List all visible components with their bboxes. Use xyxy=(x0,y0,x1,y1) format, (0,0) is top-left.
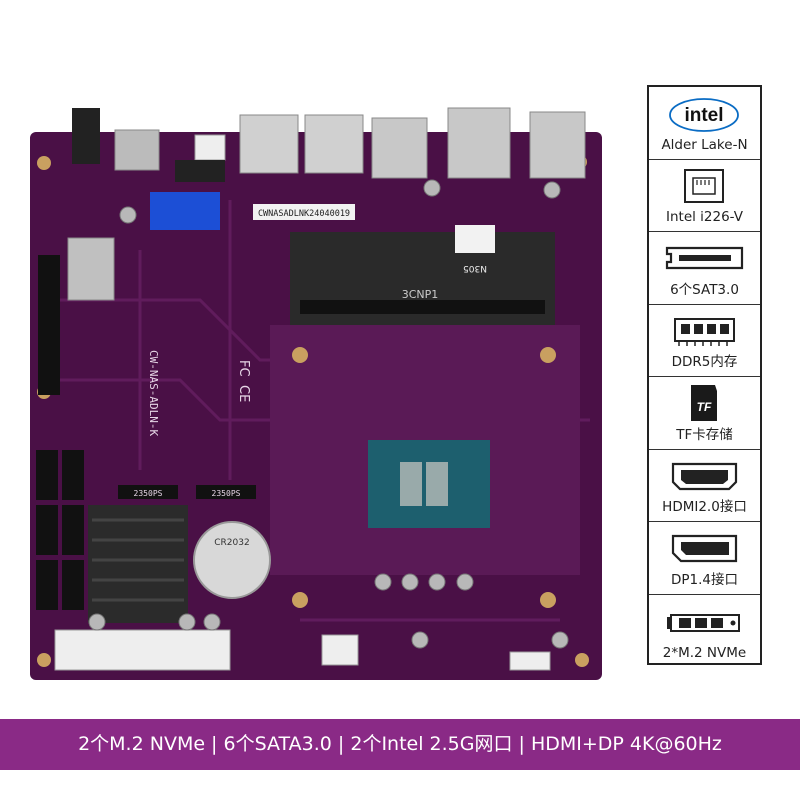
usb-port-left xyxy=(67,237,115,301)
m2-ssd-icon xyxy=(667,613,740,632)
audio-jack xyxy=(72,108,100,164)
feature-m2: 2*M.2 NVMe xyxy=(649,595,760,668)
fc-mark: FC xyxy=(236,360,251,377)
feature-memory: DDR5内存 xyxy=(649,305,760,377)
memory-module-icon xyxy=(674,317,735,346)
heatsink-fins xyxy=(92,518,184,602)
tf-card-icon: TF xyxy=(691,385,717,421)
cpu-model-text: N305 xyxy=(463,263,487,273)
feature-hdmi: HDMI2.0接口 xyxy=(649,450,760,522)
usb3-header xyxy=(150,192,220,230)
ethernet-port-icon xyxy=(684,168,724,203)
intel-logo-icon: intel xyxy=(669,98,739,132)
cpu-die-2 xyxy=(426,462,448,506)
pin-header xyxy=(175,160,225,182)
feature-label: TF卡存储 xyxy=(676,426,733,443)
spec-banner: 2个M.2 NVMe | 6个SATA3.0 | 2个Intel 2.5G网口 … xyxy=(0,719,800,770)
qr-sticker xyxy=(455,225,495,253)
feature-displayport: DP1.4接口 xyxy=(649,522,760,595)
hdmi-port xyxy=(371,117,428,179)
model-silkscreen: CW-NAS-ADLN-K xyxy=(147,350,160,436)
capacitors xyxy=(88,179,569,649)
sata-port-icon xyxy=(665,246,744,270)
banner-text: 2个M.2 NVMe | 6个SATA3.0 | 2个Intel 2.5G网口 … xyxy=(78,733,722,755)
ethernet-port-2 xyxy=(304,114,364,174)
cpu-power-connector xyxy=(321,634,359,666)
cpu-die-1 xyxy=(400,462,422,506)
dimm-socket xyxy=(300,300,545,314)
feature-list: intel Alder Lake-N Intel i226-V 6个SAT3.0… xyxy=(647,85,762,665)
feature-label: DDR5内存 xyxy=(671,354,738,370)
small-connector xyxy=(509,651,551,671)
serial-text: CWNASADLNK24040019 xyxy=(258,209,350,219)
pcie-slot xyxy=(38,255,60,395)
cpu-mount-holes xyxy=(292,347,556,608)
m2-label-1: 2350PS xyxy=(134,489,163,498)
serial-label xyxy=(253,204,355,220)
feature-label: Intel i226-V xyxy=(665,209,743,225)
motherboard-image: CWNASADLNK24040019 3CNP1 N305 CW-NAS-ADL… xyxy=(30,107,602,680)
feature-label: 6个SAT3.0 xyxy=(670,281,739,298)
m2-label-2: 2350PS xyxy=(212,489,241,498)
feature-tf-card: TF TF卡存储 xyxy=(649,377,760,450)
battery-label: CR2032 xyxy=(214,538,249,548)
chipset-heatsink xyxy=(88,505,188,623)
ethernet-port-1 xyxy=(239,114,299,174)
feature-label: DP1.4接口 xyxy=(670,571,738,588)
m2-slot-2 xyxy=(196,485,256,499)
displayport-icon xyxy=(671,534,738,563)
feature-ethernet: Intel i226-V xyxy=(649,160,760,232)
usb-stack-2 xyxy=(529,111,586,179)
motherboard-photo: CWNASADLNK24040019 3CNP1 N305 CW-NAS-ADL… xyxy=(30,107,602,680)
feature-label: HDMI2.0接口 xyxy=(662,499,747,515)
fan-header xyxy=(194,134,226,161)
sata-ports xyxy=(36,450,84,610)
m2-slot-1 xyxy=(118,485,178,499)
usb-stack-1 xyxy=(447,107,511,179)
cmos-battery xyxy=(193,521,271,599)
feature-sata: 6个SAT3.0 xyxy=(649,232,760,305)
atx-power-connector xyxy=(54,629,231,671)
dimm-label: 3CNP1 xyxy=(402,288,439,301)
ce-mark: CE xyxy=(236,385,251,402)
feature-label: Alder Lake-N xyxy=(661,136,748,153)
feature-label: 2*M.2 NVMe xyxy=(662,645,747,661)
intel-logo-text: intel xyxy=(684,105,723,126)
feature-cpu: intel Alder Lake-N xyxy=(649,87,760,160)
tf-logo-text: TF xyxy=(697,400,712,414)
hdmi-port-icon xyxy=(671,462,738,490)
usb-c-port xyxy=(114,129,160,171)
